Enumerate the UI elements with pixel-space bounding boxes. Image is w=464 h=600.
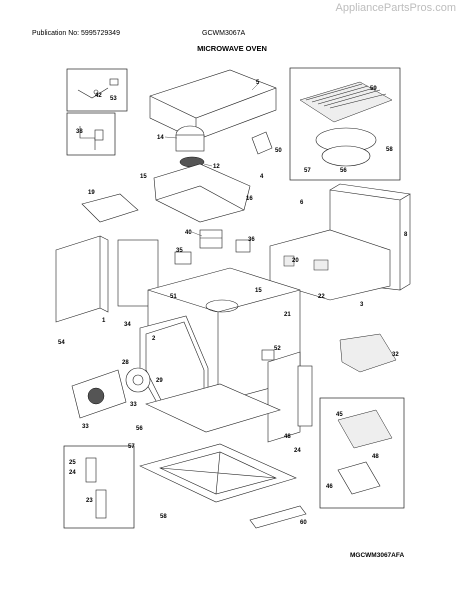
callout-52: 58 bbox=[160, 514, 167, 520]
callout-47: 52 bbox=[274, 346, 281, 352]
part-44: 50 bbox=[251, 131, 282, 155]
callout-16: 19 bbox=[88, 190, 95, 196]
part-27: 32 bbox=[339, 333, 399, 373]
callout-22b: 24 bbox=[69, 470, 76, 476]
inset-box-36-45: 42 53 bbox=[66, 68, 128, 112]
fan-motor: 28 29 bbox=[122, 360, 163, 393]
callout-29: 34 bbox=[124, 322, 131, 328]
callout-45: 53 bbox=[110, 96, 117, 102]
callout-27: 32 bbox=[392, 352, 399, 358]
model-number: GCWM3067A bbox=[202, 30, 246, 37]
callout-23: 25 bbox=[69, 460, 76, 466]
callout-60: 60 bbox=[300, 520, 307, 526]
callout-10: 16 bbox=[246, 196, 253, 202]
callout-36: 42 bbox=[95, 93, 102, 99]
callout-57: 57 bbox=[304, 168, 311, 174]
right-side-panel: 48 bbox=[267, 351, 313, 443]
callout-32: 35 bbox=[176, 248, 183, 254]
callout-22: 24 bbox=[294, 448, 301, 454]
inset-box-hinges: 25 24 23 bbox=[63, 445, 135, 529]
callout-20: 21 bbox=[284, 312, 291, 318]
callout-1: 1 bbox=[102, 318, 106, 324]
callout-50: 56 bbox=[136, 426, 143, 432]
callout-35: 36 bbox=[248, 237, 255, 243]
callout-11: 12 bbox=[213, 164, 220, 170]
callout-43: 48 bbox=[284, 434, 291, 440]
callout-14: 15 bbox=[255, 288, 262, 294]
fan-assembly: 14 12 bbox=[157, 125, 220, 170]
callout-40: 45 bbox=[336, 412, 343, 418]
top-cover: 5 bbox=[149, 69, 277, 141]
callout-48: 54 bbox=[58, 340, 65, 346]
callout-6: 6 bbox=[300, 200, 304, 206]
inset-box-turntable: 59 58 57 56 bbox=[289, 67, 401, 181]
callout-4: 4 bbox=[260, 174, 264, 180]
callout-25: 29 bbox=[156, 378, 163, 384]
callout-15: 22 bbox=[318, 294, 325, 300]
callout-51: 57 bbox=[128, 444, 135, 450]
callout-34: 40 bbox=[185, 230, 192, 236]
callout-44: 50 bbox=[275, 148, 282, 154]
door-assembly: 33 33 bbox=[71, 369, 137, 430]
callout-5: 5 bbox=[256, 80, 260, 86]
callout-58: 58 bbox=[386, 147, 393, 153]
part-16: 19 bbox=[81, 190, 139, 223]
watermark: AppliancePartsPros.com bbox=[335, 2, 456, 14]
callout-24: 28 bbox=[122, 360, 129, 366]
callout-21: 23 bbox=[86, 498, 93, 504]
transformer: 40 35 36 bbox=[174, 229, 255, 265]
callout-46: 51 bbox=[170, 294, 177, 300]
callout-2: 2 bbox=[152, 336, 156, 342]
callout-59: 59 bbox=[370, 86, 377, 92]
callout-28: 33 bbox=[130, 402, 137, 408]
publication-number: Publication No: 5995729349 bbox=[32, 30, 120, 37]
inset-box-33: 38 bbox=[66, 112, 116, 156]
callout-8: 8 bbox=[404, 232, 408, 238]
callout-9: 15 bbox=[140, 174, 147, 180]
callout-33: 38 bbox=[76, 129, 83, 135]
callout-56: 56 bbox=[340, 168, 347, 174]
callout-42: 46 bbox=[326, 484, 333, 490]
callout-12: 14 bbox=[157, 135, 164, 141]
diagram-title: MICROWAVE OVEN bbox=[197, 44, 267, 53]
part-47: 52 bbox=[261, 346, 281, 361]
base-pan: 56 57 58 24 bbox=[128, 383, 301, 520]
rear-panel: 20 22 3 bbox=[269, 229, 391, 308]
air-duct: 15 16 bbox=[140, 163, 253, 223]
callout-3: 3 bbox=[360, 302, 364, 308]
bottom-trim: 60 bbox=[249, 505, 307, 529]
callout-19: 20 bbox=[292, 258, 299, 264]
callout-43b: 48 bbox=[372, 454, 379, 460]
callout-26: 33 bbox=[82, 424, 89, 430]
diagram-code: MGCWM3067AFA bbox=[350, 552, 405, 559]
inset-box-control: 45 46 48 bbox=[319, 397, 405, 509]
